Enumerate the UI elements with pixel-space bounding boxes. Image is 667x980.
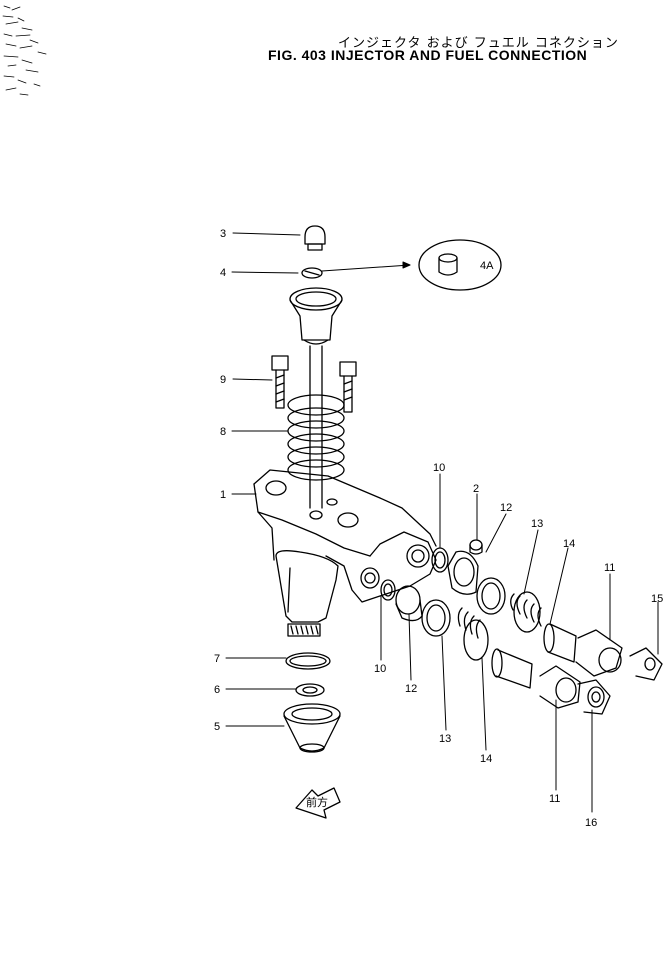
part-9-bolts	[271, 355, 357, 413]
scan-speckle	[2, 5, 47, 96]
callout-labels: 3 4 4A 9 8 1 7 6 5 10 2 12 13 14 11 15 1…	[214, 228, 663, 829]
part-6-washer	[295, 683, 325, 697]
callout-1: 1	[220, 489, 226, 501]
callout-8: 8	[220, 426, 226, 438]
callout-5: 5	[214, 721, 220, 733]
lower-fuel-connection	[380, 579, 611, 715]
part-1-injector-body	[253, 469, 437, 637]
callout-9: 9	[220, 374, 226, 386]
callout-4: 4	[220, 267, 226, 279]
callout-3: 3	[220, 228, 226, 240]
title-japanese: インジェクタ および フュエル コネクション	[338, 36, 619, 51]
callout-4a: 4A	[480, 260, 494, 272]
callout-14-upper: 14	[563, 538, 575, 550]
callout-11-lower: 11	[549, 793, 560, 805]
callout-16: 16	[585, 817, 597, 829]
callout-2: 2	[473, 483, 479, 495]
callout-10-upper: 10	[433, 462, 445, 474]
callout-6: 6	[214, 684, 220, 696]
callout-7: 7	[214, 653, 220, 665]
callout-15: 15	[651, 593, 663, 605]
front-marker-label: 前方	[306, 795, 328, 809]
plunger	[289, 287, 343, 509]
part-4-clip	[301, 267, 323, 279]
callout-12-upper: 12	[500, 502, 512, 514]
callout-13-upper: 13	[531, 518, 543, 530]
callout-14-lower: 14	[480, 753, 492, 765]
upper-fuel-connection	[431, 539, 663, 681]
front-direction-marker	[295, 787, 341, 819]
part-5-nozzle-cap	[283, 703, 341, 753]
figure-title: FIG. 403 INJECTOR AND FUEL CONNECTION	[268, 47, 588, 63]
leader-lines	[225, 232, 659, 813]
detail-4a-bubble	[418, 239, 502, 291]
part-8-spring	[287, 394, 345, 481]
part-3-cap	[304, 225, 326, 251]
callout-13-lower: 13	[439, 733, 451, 745]
part-7-o-ring	[285, 652, 331, 670]
callout-10-lower: 10	[374, 663, 386, 675]
callout-11-upper: 11	[604, 562, 615, 574]
callout-12-lower: 12	[405, 683, 417, 695]
